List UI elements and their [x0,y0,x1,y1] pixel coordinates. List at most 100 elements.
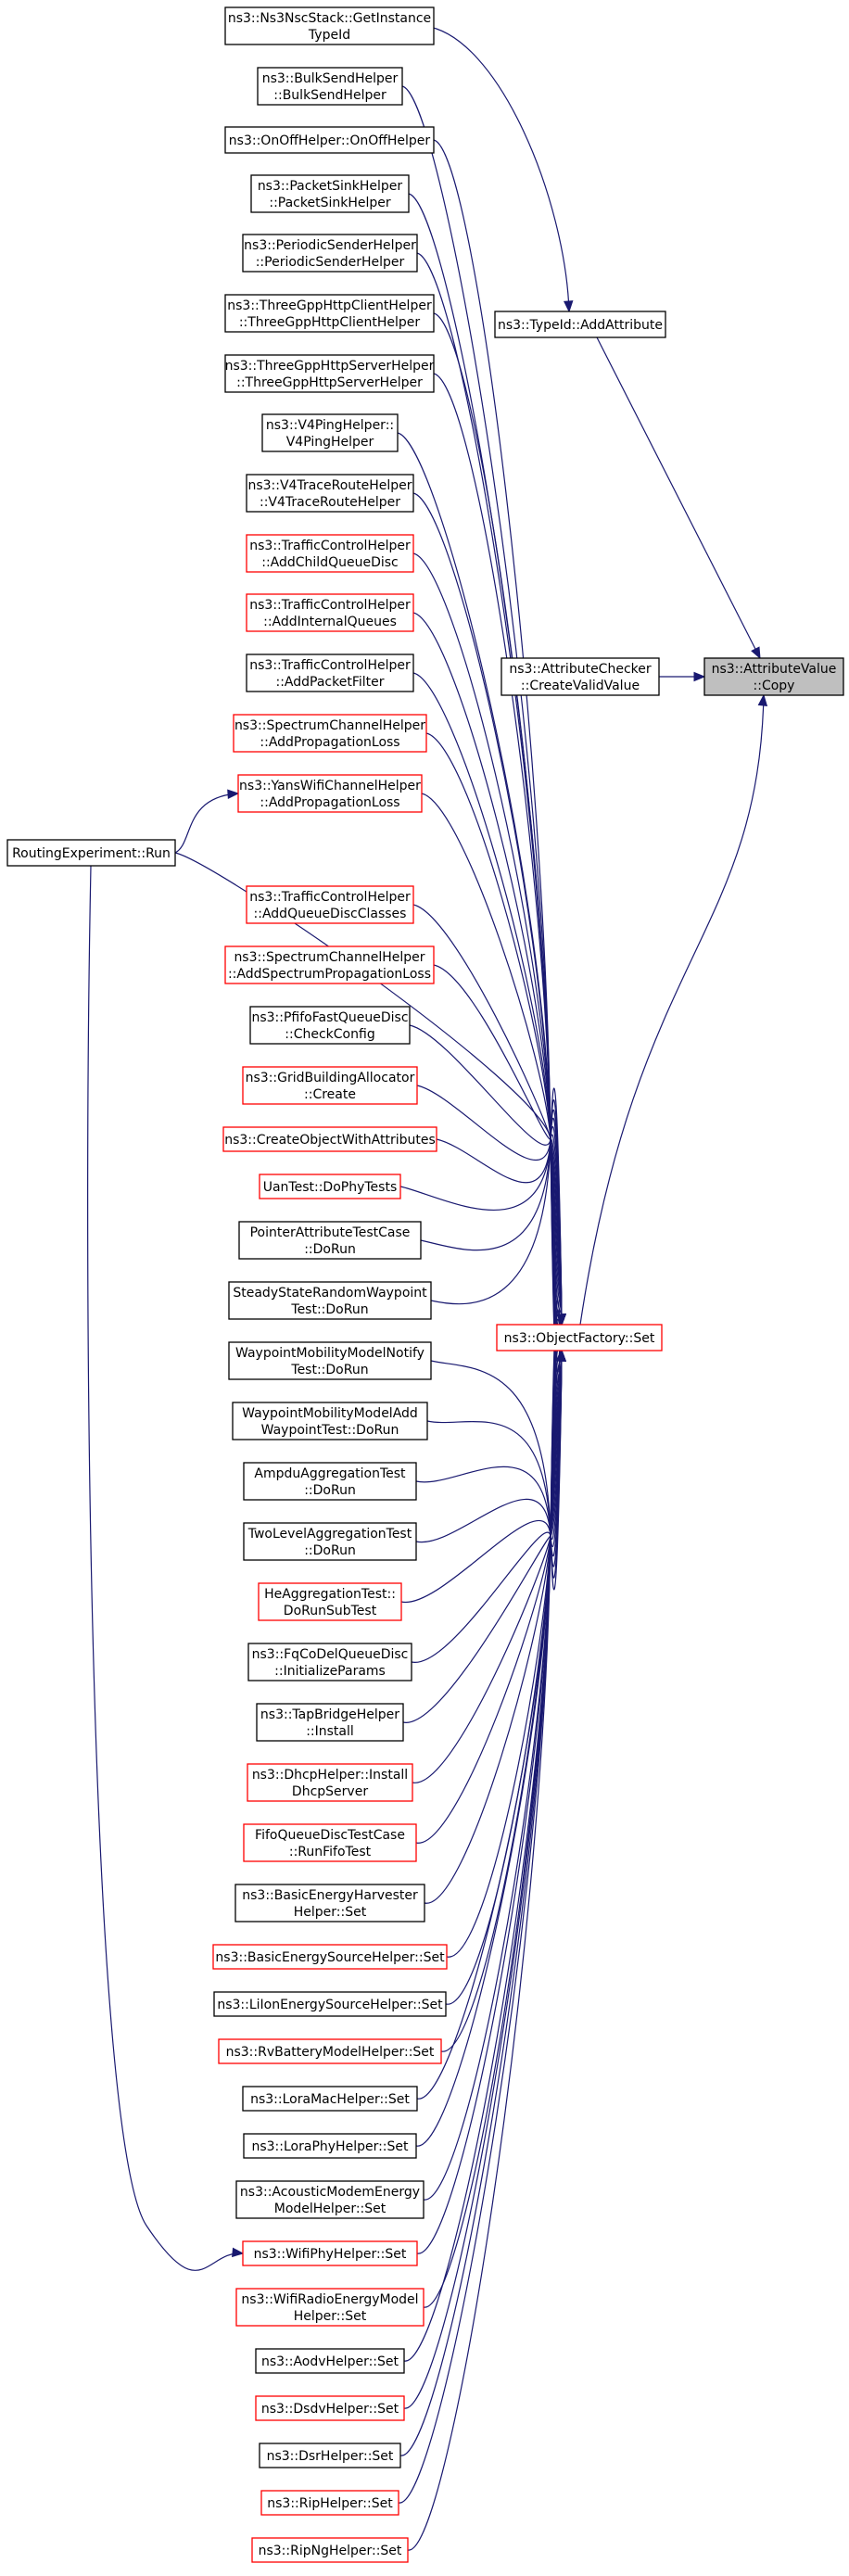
node-label-line: ::ThreeGppHttpClientHelper [239,315,421,330]
graph-node-n10[interactable]: ns3::TrafficControlHelper::AddChildQueue… [246,534,414,573]
node-box [246,474,414,513]
graph-node-n4[interactable]: ns3::PacketSinkHelper::PacketSinkHelper [250,174,410,213]
graph-node-n20[interactable]: ns3::CreateObjectWithAttributes [222,1126,437,1152]
node-label-line: ::DoRun [304,1242,356,1257]
graph-node-n16[interactable]: ns3::TrafficControlHelper::AddQueueDiscC… [246,885,414,924]
graph-node-n6[interactable]: ns3::ThreeGppHttpClientHelper::ThreeGppH… [224,294,435,333]
graph-node-n45[interactable]: ns3::RipHelper::Set [260,2490,399,2516]
edge-n46-factory [407,1300,566,2551]
graph-node-n26[interactable]: AmpduAggregationTest::DoRun [243,1462,417,1501]
graph-node-n43[interactable]: ns3::DsdvHelper::Set [255,2395,405,2421]
graph-node-n15[interactable]: RoutingExperiment::Run [6,839,176,867]
graph-node-n2[interactable]: ns3::BulkSendHelper::BulkSendHelper [257,67,403,106]
node-label-line: ns3::LoraMacHelper::Set [250,2092,410,2107]
graph-node-addattr[interactable]: ns3::TypeId::AddAttribute [494,311,666,338]
node-label-line: DhcpServer [292,1784,368,1799]
node-box [224,354,435,393]
graph-node-n21[interactable]: UanTest::DoPhyTests [259,1174,401,1199]
edge-n13-factory [425,732,566,1326]
graph-node-n29[interactable]: ns3::FqCoDelQueueDisc::InitializeParams [247,1643,412,1681]
graph-node-root[interactable]: ns3::AttributeValue::Copy [703,657,844,696]
graph-node-n34[interactable]: ns3::BasicEnergySourceHelper::Set [212,1944,448,1970]
edge-arrowhead [757,693,768,706]
graph-node-n37[interactable]: ns3::LoraMacHelper::Set [242,2086,418,2112]
edge-line [409,1024,563,1326]
node-box [260,2490,399,2516]
edge-line [415,1350,563,1557]
graph-node-n27[interactable]: TwoLevelAggregationTest::DoRun [243,1522,417,1561]
node-box [501,657,660,696]
node-label-line: ns3::DsrHelper::Set [267,2449,394,2464]
node-label-line: ns3::BasicEnergyHarvester [242,1888,418,1903]
graph-node-n18[interactable]: ns3::PfifoFastQueueDisc::CheckConfig [249,1006,411,1045]
node-label-line: Helper::Set [294,1905,367,1920]
edge-line [446,1350,563,1958]
node-label-line: TwoLevelAggregationTest [247,1527,412,1542]
node-label-line: ::AddSpectrumPropagationLoss [228,967,431,982]
graph-node-checker[interactable]: ns3::AttributeChecker::CreateValidValue [501,657,660,696]
node-label-line: ::BulkSendHelper [273,88,386,103]
node-label-line: UanTest::DoPhyTests [263,1180,398,1195]
graph-node-n36[interactable]: ns3::RvBatteryModelHelper::Set [218,2038,442,2064]
node-label-line: WaypointTest::DoRun [261,1423,399,1438]
graph-node-n19[interactable]: ns3::GridBuildingAllocator::Create [242,1066,418,1105]
edge-n9-factory [412,492,566,1326]
edge-n27-factory [415,1349,566,1557]
node-box [242,2086,418,2112]
node-label-line: ns3::GridBuildingAllocator [246,1071,415,1085]
graph-node-factory[interactable]: ns3::ObjectFactory::Set [496,1324,663,1351]
node-box [261,413,399,452]
graph-node-n40[interactable]: ns3::WifiPhyHelper::Set [242,2240,418,2266]
graph-node-n42[interactable]: ns3::AodvHelper::Set [255,2348,405,2374]
node-box [242,1066,418,1105]
graph-node-n13[interactable]: ns3::SpectrumChannelHelper::AddPropagati… [233,714,427,753]
edge-arrowhead [556,1349,566,1362]
graph-node-n17[interactable]: ns3::SpectrumChannelHelper::AddSpectrumP… [224,945,435,984]
graph-node-n32[interactable]: FifoQueueDiscTestCase::RunFifoTest [243,1823,417,1862]
graph-node-n3[interactable]: ns3::OnOffHelper::OnOffHelper [224,126,435,154]
graph-node-n38[interactable]: ns3::LoraPhyHelper::Set [243,2133,417,2159]
graph-node-n35[interactable]: ns3::LiIonEnergySourceHelper::Set [213,1991,447,2017]
graph-node-n30[interactable]: ns3::TapBridgeHelper::Install [256,1703,404,1742]
edge-line [412,672,563,1326]
edge-line [426,1350,563,1579]
graph-node-n46[interactable]: ns3::RipNgHelper::Set [251,2537,409,2563]
node-box [247,1643,412,1681]
edge-line [436,1117,563,1326]
graph-node-n11[interactable]: ns3::TrafficControlHelper::AddInternalQu… [246,593,414,632]
node-box [255,2348,405,2374]
graph-node-n25[interactable]: WaypointMobilityModelAddWaypointTest::Do… [232,1402,428,1440]
graph-node-n22[interactable]: PointerAttributeTestCase::DoRun [238,1221,422,1260]
graph-node-n8[interactable]: ns3::V4PingHelper::V4PingHelper [261,413,399,452]
node-label-line: ns3::LiIonEnergySourceHelper::Set [217,1998,443,2012]
graph-node-n44[interactable]: ns3::DsrHelper::Set [259,2443,401,2468]
node-label-line: ns3::RipNgHelper::Set [259,2544,402,2558]
edge-line [415,1350,563,1567]
node-label-line: ns3::SpectrumChannelHelper [234,950,424,965]
edge-line [412,904,563,1326]
node-label-line: TypeId [308,28,350,43]
edge-line [407,1300,563,2551]
node-label-line: ns3::AcousticModemEnergy [240,2185,420,2200]
graph-node-n5[interactable]: ns3::PeriodicSenderHelper::PeriodicSende… [242,234,418,273]
graph-node-n12[interactable]: ns3::TrafficControlHelper::AddPacketFilt… [246,654,414,692]
node-label-line: ::RunFifoTest [289,1845,372,1859]
graph-node-n14[interactable]: ns3::YansWifiChannelHelper::AddPropagati… [237,774,423,813]
edge-n34-factory [446,1349,566,1958]
node-label-line: HeAggregationTest:: [264,1587,396,1602]
node-label-line: AmpduAggregationTest [254,1466,406,1481]
edge-factory-root [579,693,768,1326]
graph-node-n9[interactable]: ns3::V4TraceRouteHelper::V4TraceRouteHel… [246,474,414,513]
graph-node-n28[interactable]: HeAggregationTest::DoRunSubTest [258,1582,402,1621]
node-label-line: ns3::DsdvHelper::Set [261,2402,399,2417]
graph-node-n7[interactable]: ns3::ThreeGppHttpServerHelper::ThreeGppH… [224,354,435,393]
node-label-line: ns3::BasicEnergySourceHelper::Set [215,1950,445,1965]
edge-line [87,865,244,2271]
